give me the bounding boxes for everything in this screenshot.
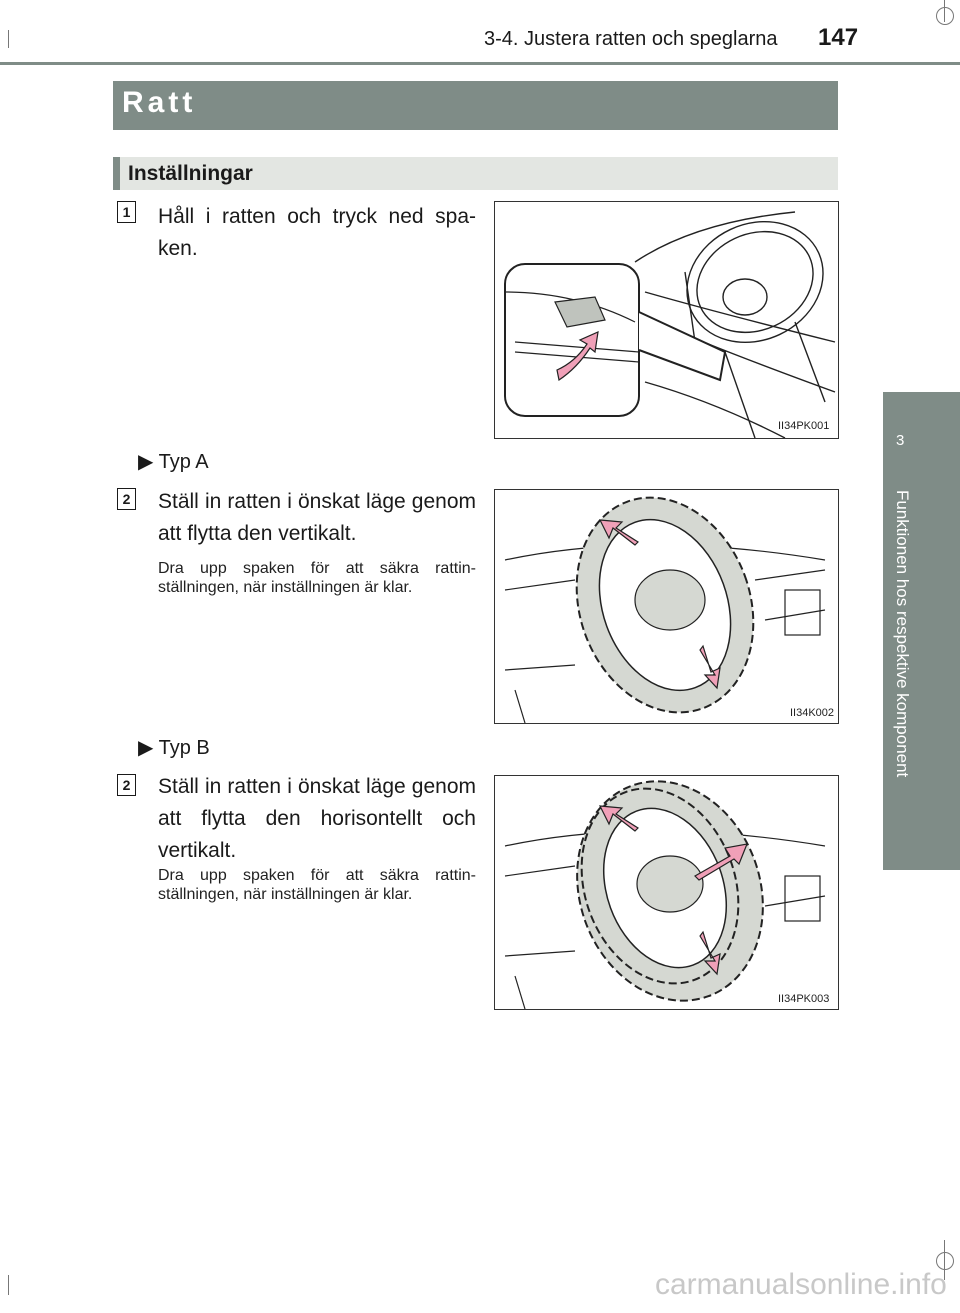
figure-steering-horizontal-vertical — [494, 775, 839, 1010]
title-bar — [113, 81, 838, 130]
chapter-label: Funktionen hos respektive komponent — [893, 490, 912, 778]
figure-steering-lever — [494, 201, 839, 439]
steering-horizontal-vertical-illustration — [504, 780, 826, 1009]
crop-mark — [936, 7, 954, 25]
figure-code: II34PK001 — [778, 420, 830, 432]
step-text: Ställ in ratten i önskat läge genom att … — [158, 775, 476, 862]
page-number: 147 — [818, 24, 859, 51]
chapter-number: 3 — [896, 432, 905, 449]
steering-lever-illustration — [504, 211, 836, 438]
step-text: Ställ in ratten i önskat läge genom att … — [158, 490, 476, 545]
step-badge: 1 — [117, 201, 136, 223]
figure-steering-vertical — [494, 489, 839, 724]
crop-mark — [8, 1275, 9, 1295]
steering-vertical-illustration — [504, 496, 826, 723]
figure-code: II34PK003 — [778, 993, 830, 1005]
step-badge: 2 — [117, 774, 136, 796]
step-note: Dra upp spaken för att säkra rattin-stäl… — [158, 560, 476, 596]
watermark: carmanualsonline.info — [655, 1268, 947, 1301]
crop-mark — [8, 30, 9, 48]
typ-label-text: Typ A — [158, 451, 209, 473]
typ-label: ▶ Typ A — [138, 451, 209, 473]
typ-label-text: Typ B — [158, 737, 210, 759]
step-text: Håll i ratten och tryck ned spa-ken. — [158, 205, 476, 260]
step-note: Dra upp spaken för att säkra rattin-stäl… — [158, 867, 476, 903]
chapter-tab — [883, 392, 960, 870]
figure-code: II34K002 — [790, 707, 835, 719]
typ-label: ▶ Typ B — [138, 737, 210, 759]
page-title: Ratt — [122, 86, 197, 119]
step-badge: 2 — [117, 488, 136, 510]
subtitle: Inställningar — [128, 162, 253, 185]
subtitle-accent — [113, 157, 120, 190]
header-rule — [0, 62, 960, 65]
crop-mark — [936, 1252, 954, 1270]
section-header: 3-4. Justera ratten och speglarna — [484, 28, 778, 50]
subtitle-bar — [113, 157, 838, 190]
